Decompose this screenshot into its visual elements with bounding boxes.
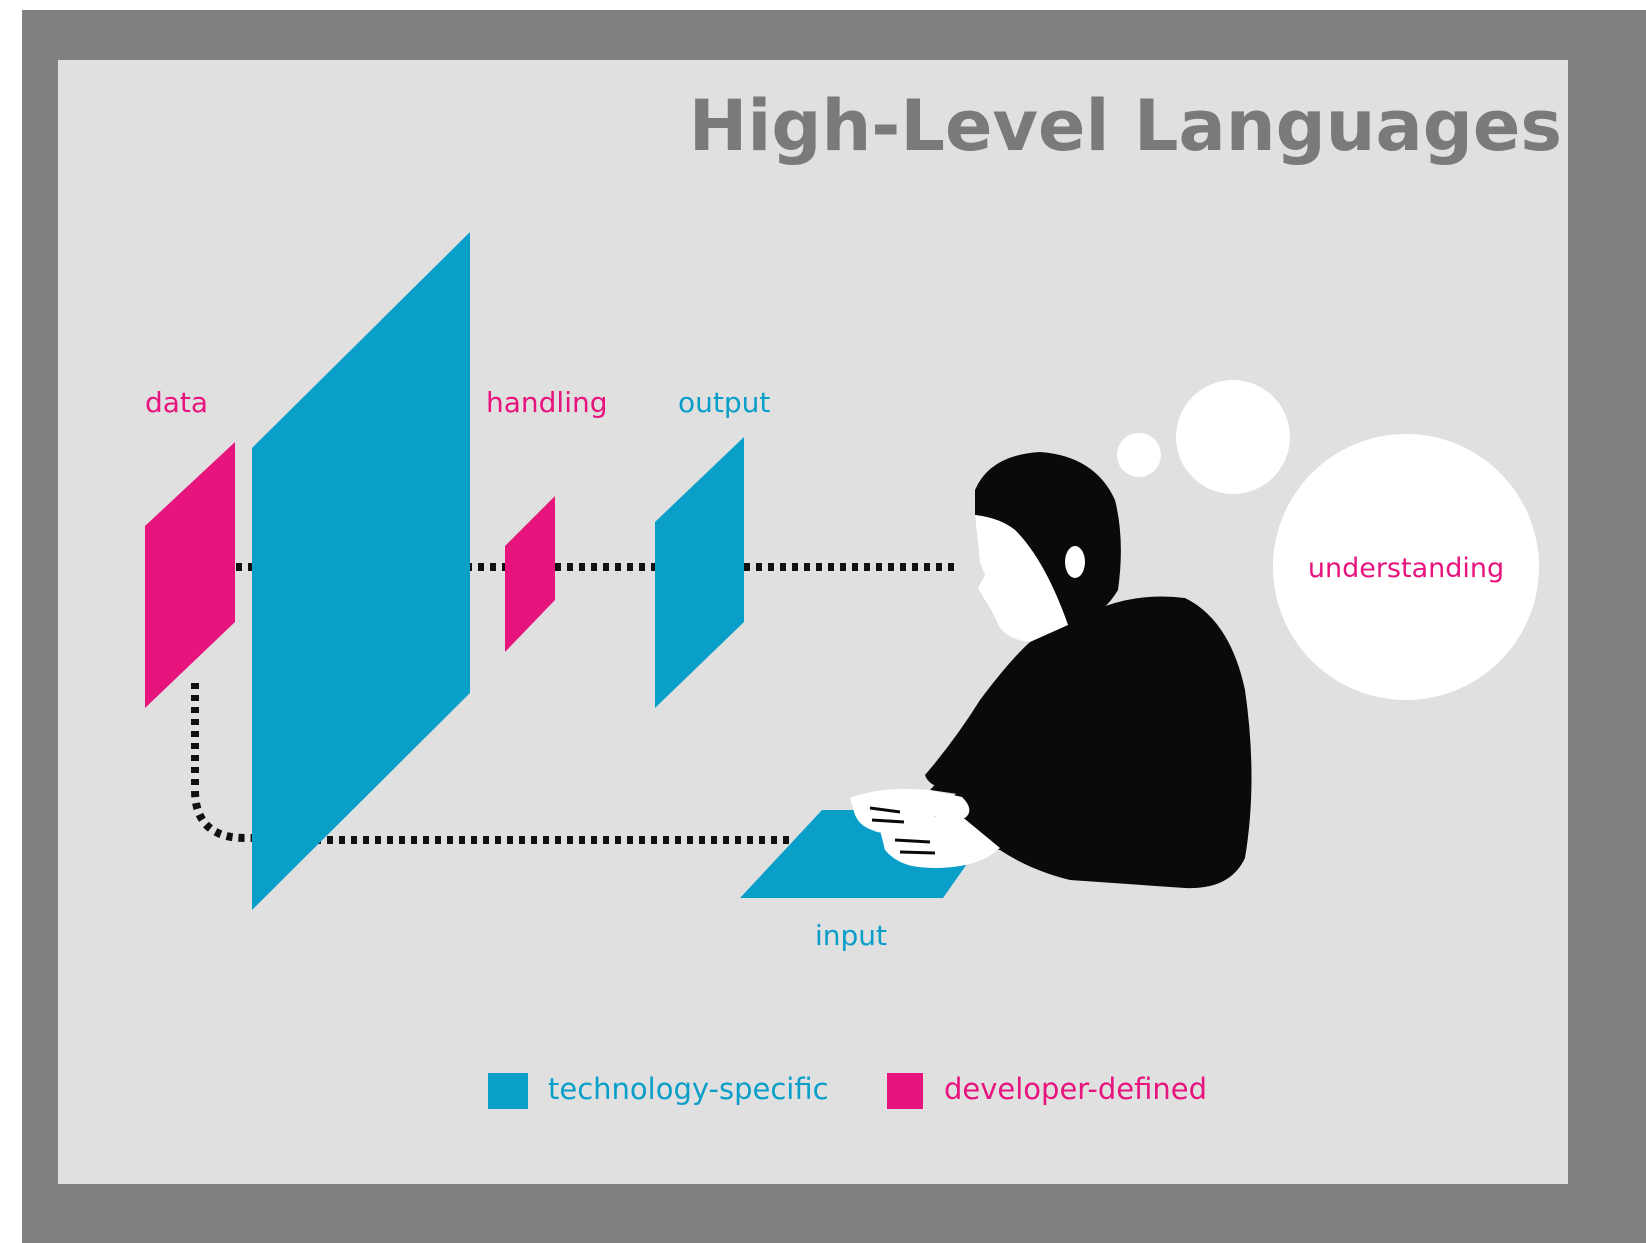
label-methods: methods bbox=[320, 386, 443, 419]
label-understanding: understanding bbox=[1308, 553, 1504, 584]
legend-label-developer-defined: developer-defined bbox=[944, 1072, 1207, 1106]
thought-bubble-main bbox=[1273, 434, 1539, 700]
handling-plane bbox=[505, 496, 555, 652]
label-input: input bbox=[815, 919, 887, 952]
person-back-arm bbox=[930, 642, 1030, 795]
person-hand-right bbox=[880, 815, 1000, 868]
label-handling: handling bbox=[486, 386, 608, 419]
thought-dot-medium bbox=[1176, 380, 1290, 494]
person-ear bbox=[1065, 546, 1085, 578]
person-hand-left bbox=[850, 789, 970, 833]
connector-input-data bbox=[191, 683, 790, 844]
person-face bbox=[975, 515, 1068, 642]
person-at-keyboard-icon bbox=[850, 452, 1252, 889]
thought-bubble-icon bbox=[1117, 380, 1539, 700]
output-plane bbox=[655, 437, 744, 708]
person-hair bbox=[975, 452, 1121, 625]
legend: technology-specific developer-defined bbox=[488, 1072, 1207, 1109]
legend-label-technology-specific: technology-specific bbox=[548, 1072, 829, 1106]
person-torso bbox=[925, 596, 1252, 889]
person-fingers bbox=[869, 806, 936, 855]
data-plane bbox=[145, 442, 235, 708]
label-data: data bbox=[145, 386, 208, 419]
thought-dot-small bbox=[1117, 433, 1161, 477]
page-title: High-Level Languages bbox=[689, 85, 1562, 167]
legend-swatch-technology-specific bbox=[488, 1073, 528, 1109]
label-output: output bbox=[678, 386, 770, 419]
methods-plane bbox=[252, 232, 470, 910]
legend-swatch-developer-defined bbox=[887, 1073, 923, 1109]
